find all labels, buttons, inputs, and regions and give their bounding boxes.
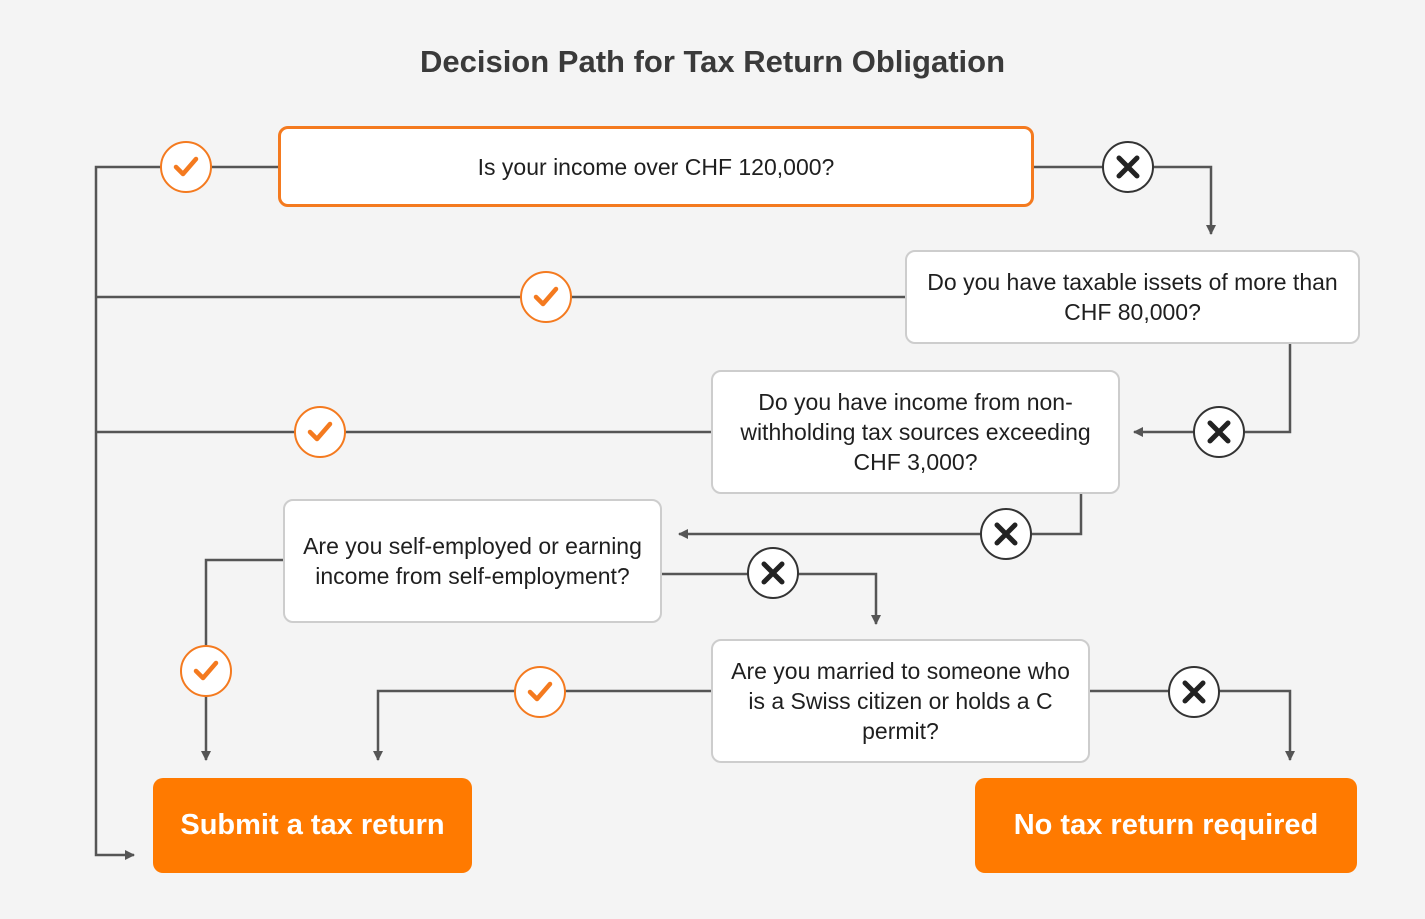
question-self-employed-text: Are you self-employed or earning income … [303,533,642,589]
connector-yes-trunk [94,165,278,860]
connector-no-q4 [662,572,881,625]
question-married-text: Are you married to someone who is a Swis… [731,658,1070,744]
question-non-withholding-box: Do you have income from non-withholding … [711,370,1120,494]
connector-no-q1 [1034,165,1216,235]
question-non-withholding-text: Do you have income from non-withholding … [740,389,1091,475]
question-married-box: Are you married to someone who is a Swis… [711,639,1090,763]
outcome-submit-tax-return: Submit a tax return [153,778,472,873]
question-income-box: Is your income over CHF 120,000? [278,126,1034,207]
check-icon [180,645,232,697]
outcome-none-text: No tax return required [1013,809,1319,841]
question-assets-text: Do you have taxable issets of more than … [927,269,1338,325]
x-icon [980,508,1032,560]
check-icon [160,141,212,193]
x-icon [1168,666,1220,718]
x-icon [747,547,799,599]
outcome-submit-text: Submit a tax return [180,809,445,841]
page-title: Decision Path for Tax Return Obligation [419,44,1006,79]
check-icon [294,406,346,458]
connector-no-q5 [1089,689,1295,761]
check-icon [514,666,566,718]
outcome-no-tax-return: No tax return required [975,778,1357,873]
question-self-employed-box: Are you self-employed or earning income … [283,499,662,623]
question-income-text: Is your income over CHF 120,000? [477,153,835,180]
question-assets-box: Do you have taxable issets of more than … [905,250,1360,344]
connector-no-q3 [678,494,1083,539]
x-icon [1193,406,1245,458]
connector-no-q2 [1133,344,1292,437]
x-icon [1102,141,1154,193]
connector-yes-q5 [373,689,711,761]
check-icon [520,271,572,323]
